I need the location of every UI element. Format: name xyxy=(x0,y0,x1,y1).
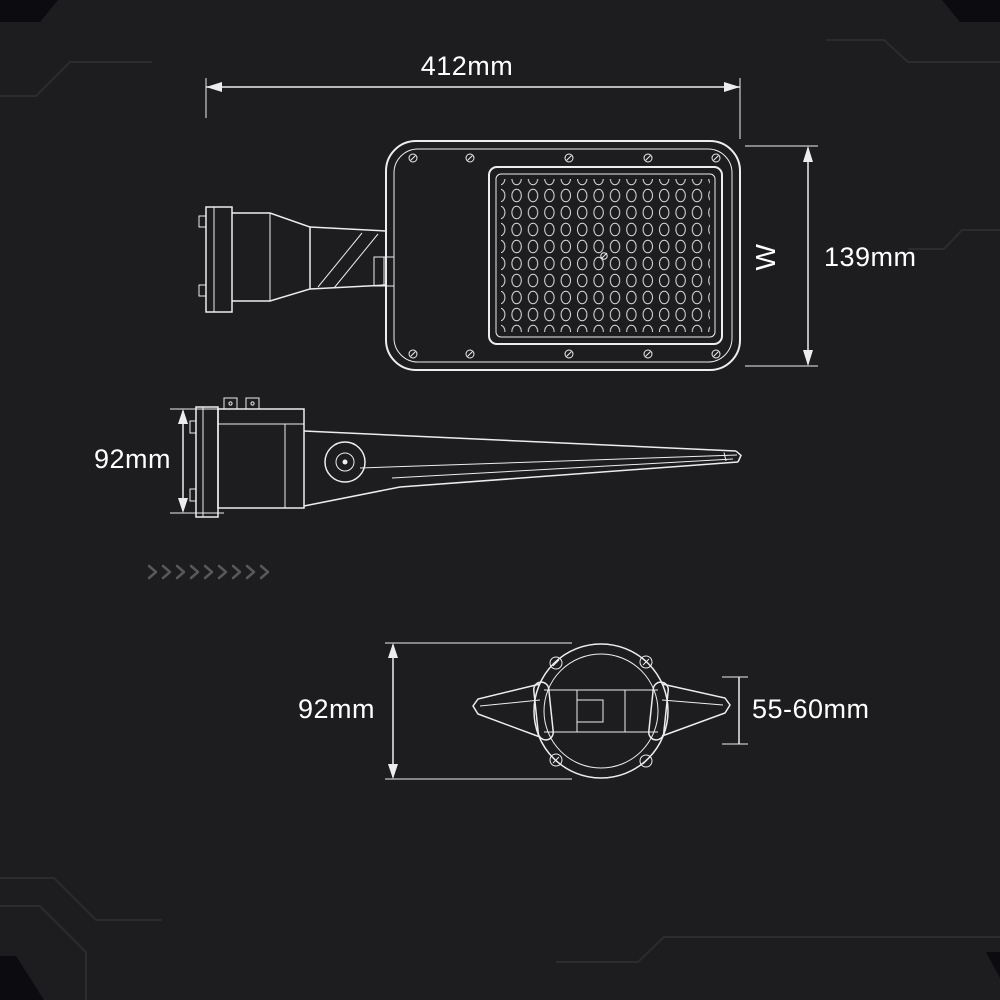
top-view-bracket xyxy=(198,206,395,313)
arrow-up-icon xyxy=(178,409,188,424)
dim-label-top-height: 139mm xyxy=(824,242,917,272)
side-view-drawing xyxy=(189,397,742,518)
top-view-body-inner xyxy=(393,148,733,363)
axis-label-w: W xyxy=(750,243,781,271)
dim-label-mount-height: 92mm xyxy=(297,694,375,724)
top-view-body-outer xyxy=(385,140,741,371)
chevron-icons xyxy=(147,564,270,580)
top-view-dimensions xyxy=(205,78,818,367)
arrow-down-icon xyxy=(803,350,813,366)
mount-flange-inner xyxy=(543,653,659,769)
led-panel-inner xyxy=(495,173,716,338)
arrow-down-icon xyxy=(388,764,398,779)
slot-right xyxy=(648,681,669,741)
led-grid xyxy=(501,179,710,332)
arrow-up-icon xyxy=(803,146,813,162)
arrow-up-icon xyxy=(388,643,398,658)
arrow-left-icon xyxy=(206,82,222,92)
top-view-drawing xyxy=(198,140,741,371)
mount-view-dimensions xyxy=(385,642,748,780)
mount-view-drawing xyxy=(472,643,731,779)
side-view-dimension xyxy=(170,408,196,514)
pivot-joint xyxy=(324,441,366,483)
dim-label-clamp-range: 55-60mm xyxy=(752,694,870,724)
wing-left xyxy=(472,683,541,738)
dim-label-top-width: 412mm xyxy=(420,51,514,81)
led-panel-center-screw xyxy=(600,252,608,260)
wing-right xyxy=(661,683,731,737)
mount-flange-outer xyxy=(533,643,669,779)
slot-left xyxy=(533,681,554,741)
mount-screws xyxy=(549,655,653,768)
dim-label-side-height: 92mm xyxy=(93,444,171,474)
bg-decor-lines xyxy=(0,39,1000,1000)
led-panel-outer xyxy=(488,166,723,345)
arrow-right-icon xyxy=(724,82,740,92)
arrow-down-icon xyxy=(178,498,188,513)
